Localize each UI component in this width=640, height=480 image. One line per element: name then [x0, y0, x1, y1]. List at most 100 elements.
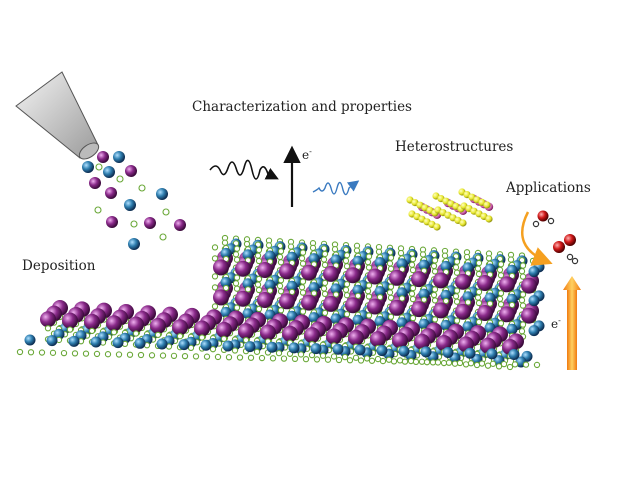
green-atom — [496, 266, 504, 274]
green-atom — [529, 257, 537, 265]
green-atom — [154, 331, 162, 339]
purple-atom — [174, 219, 186, 231]
green-atom — [409, 314, 417, 322]
green-atom — [287, 243, 295, 250]
green-atom — [519, 262, 527, 269]
green-atom — [409, 266, 417, 274]
green-atom — [519, 302, 527, 309]
green-atom — [478, 360, 486, 367]
blue-atom — [352, 314, 364, 326]
green-atom — [255, 305, 263, 313]
green-atom — [418, 358, 426, 365]
green-atom — [341, 353, 349, 361]
purple-atom — [40, 311, 56, 328]
green-atom — [343, 252, 351, 259]
green-atom — [254, 252, 262, 259]
green-atom — [386, 289, 394, 296]
green-atom — [430, 262, 438, 270]
blue-atom — [288, 342, 300, 354]
green-atom — [214, 353, 222, 361]
electron-symbol: e — [302, 148, 310, 162]
green-atom — [276, 282, 284, 290]
green-atom — [495, 363, 503, 370]
blue-atom — [24, 334, 36, 346]
green-atom — [49, 349, 57, 356]
green-atom — [365, 312, 373, 319]
green-atom — [430, 291, 438, 299]
green-atom — [343, 292, 351, 299]
purple-atom — [411, 301, 427, 318]
green-atom — [277, 248, 285, 255]
green-atom — [233, 274, 241, 281]
green-atom — [440, 359, 448, 367]
blue-atom — [178, 339, 190, 351]
purple-atom — [411, 271, 427, 288]
green-atom — [387, 283, 395, 290]
green-atom — [192, 353, 200, 360]
purple-atom — [345, 267, 361, 284]
green-atom — [445, 359, 453, 366]
blue-atom — [462, 291, 474, 303]
green-atom — [321, 279, 329, 287]
green-atom — [44, 325, 52, 332]
purple-atom — [455, 303, 471, 320]
blue-atom — [396, 317, 408, 329]
green-atom — [365, 282, 373, 289]
blue-atom — [484, 322, 496, 334]
green-atom — [519, 321, 527, 328]
green-atom — [266, 287, 274, 294]
purple-atom — [62, 312, 78, 329]
green-atom — [269, 355, 277, 362]
green-atom — [335, 356, 343, 364]
green-atom — [232, 280, 240, 287]
green-atom — [255, 275, 263, 283]
purple-atom — [345, 297, 361, 314]
green-atom — [104, 351, 112, 358]
green-atom — [211, 303, 219, 310]
green-atom — [397, 249, 405, 257]
green-atom — [310, 290, 318, 297]
blue-atom — [374, 256, 386, 268]
green-atom — [115, 351, 123, 358]
heterostructure-layers — [406, 188, 494, 231]
green-atom — [93, 350, 101, 358]
blue-atom — [354, 344, 366, 356]
purple-atom — [279, 263, 295, 280]
deposited-atoms — [82, 151, 186, 250]
green-atom — [321, 290, 329, 298]
green-atom — [365, 264, 373, 271]
green-atom — [170, 352, 178, 359]
purple-atom — [392, 332, 408, 349]
blue-atom — [310, 343, 322, 355]
green-atom — [299, 260, 307, 267]
green-atom — [453, 298, 461, 305]
green-atom — [60, 349, 68, 357]
deposition-label: Deposition — [22, 258, 96, 274]
green-atom — [343, 263, 351, 270]
blue-atom — [440, 260, 452, 272]
purple-atom — [433, 302, 449, 319]
green-atom — [408, 290, 416, 297]
electron-charge: - — [309, 147, 312, 156]
green-atom — [148, 352, 156, 359]
green-atom — [181, 352, 189, 360]
green-atom — [277, 277, 285, 284]
blue-atom — [90, 336, 102, 348]
green-atom — [387, 313, 395, 320]
green-atom — [518, 268, 526, 275]
emitted-photon-wave-icon — [312, 180, 360, 196]
green-atom — [497, 272, 505, 279]
blue-atom — [286, 280, 298, 292]
green-atom — [342, 257, 350, 264]
green-atom — [519, 273, 527, 280]
purple-atom — [128, 316, 144, 333]
green-atom — [475, 318, 483, 326]
green-atom — [331, 246, 339, 253]
green-atom — [453, 269, 461, 276]
electron-flow-arrow — [563, 276, 581, 370]
green-atom — [299, 308, 307, 315]
blue-atom — [242, 308, 254, 320]
green-atom — [198, 334, 206, 341]
blue-atom — [103, 166, 115, 178]
green-atom — [253, 348, 261, 355]
